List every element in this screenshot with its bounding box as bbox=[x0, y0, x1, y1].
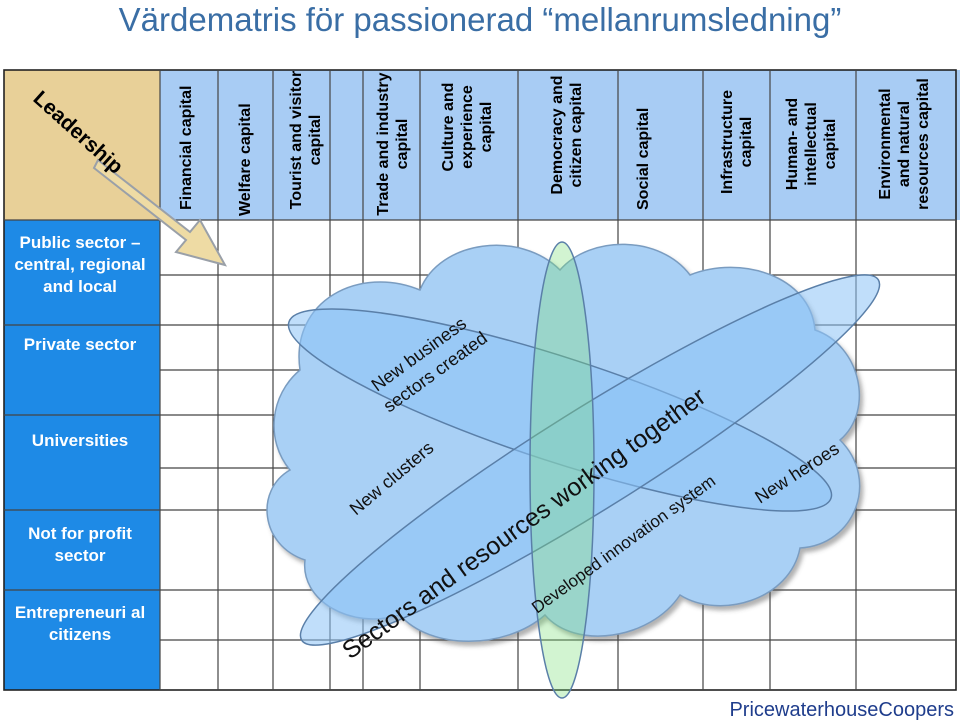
column-header-trade: Trade and industry capital bbox=[375, 72, 411, 216]
ellipse-vertical bbox=[529, 241, 595, 699]
leadership-arrow bbox=[92, 158, 228, 267]
column-header-environmental: Environmental and natural resources capi… bbox=[876, 78, 932, 210]
ellipse-sectors-together bbox=[299, 274, 881, 646]
column-header-social: Social capital bbox=[634, 107, 652, 210]
row-label-public-sector: Public sector – central, regional and lo… bbox=[14, 233, 146, 296]
column-header-infrastructure: Infrastructure capital bbox=[719, 89, 755, 195]
column-header-democracy: Democracy and citizen capital bbox=[549, 75, 585, 195]
column-header-financial: Financial capital bbox=[177, 85, 195, 210]
brand-name: PricewaterhouseCoopers bbox=[729, 699, 954, 721]
column-header-human: Human- and intellectual capital bbox=[783, 97, 839, 191]
column-header-band bbox=[160, 70, 960, 220]
row-label-universities: Universities bbox=[31, 431, 129, 450]
row-header-band bbox=[4, 220, 160, 690]
row-label-entrepreneurial: Entrepreneuri al citizens bbox=[14, 603, 146, 644]
row-label-private-sector: Private sector bbox=[23, 335, 137, 354]
page-title: Värdematris för passionerad “mellanrumsl… bbox=[118, 1, 842, 38]
row-label-not-for-profit: Not for profit sector bbox=[28, 524, 132, 565]
column-header-culture: Culture and experience capital bbox=[439, 82, 495, 172]
column-header-tourist: Tourist and visitor capital bbox=[288, 70, 324, 210]
column-header-welfare: Welfare capital bbox=[236, 103, 254, 216]
